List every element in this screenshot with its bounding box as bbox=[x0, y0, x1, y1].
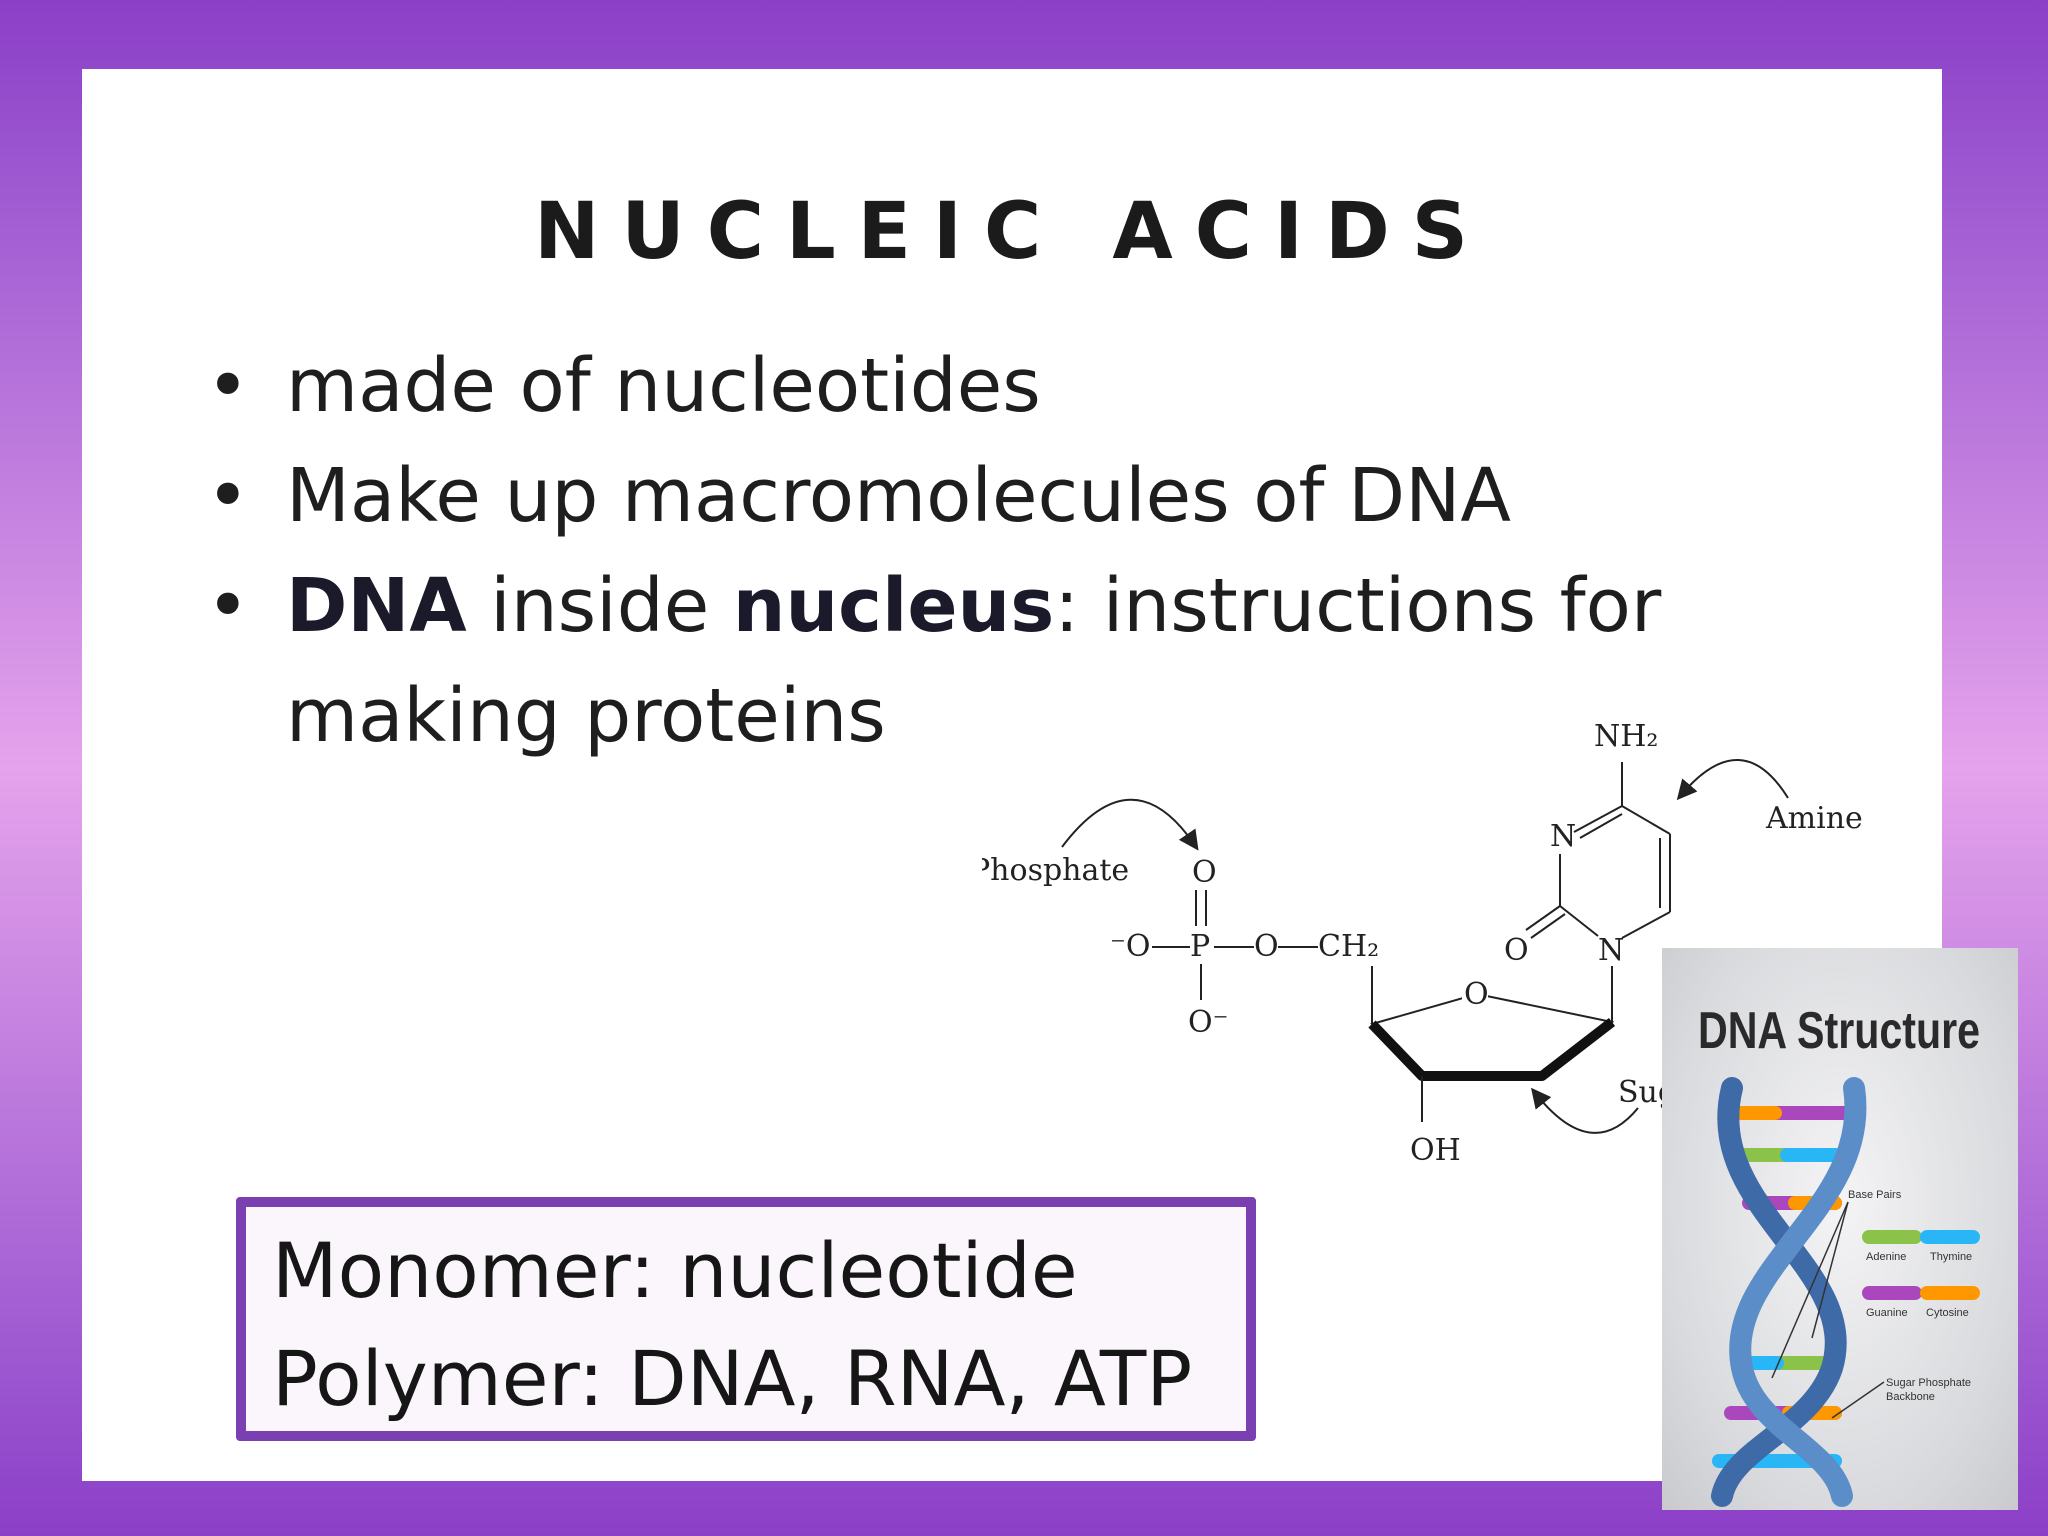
oxygen-link: O bbox=[1254, 929, 1279, 964]
sugar-arrow bbox=[1530, 1087, 1639, 1134]
oxygen-minus-bottom: O⁻ bbox=[1188, 1005, 1228, 1040]
bullet-bold-dna: DNA bbox=[286, 563, 467, 649]
phosphate-arrow bbox=[1061, 798, 1199, 851]
bond-line bbox=[1573, 805, 1623, 833]
legend-pointer bbox=[1771, 1201, 1849, 1379]
bullet-text: Make up macromolecules of DNA bbox=[286, 453, 1512, 539]
legend-thymine: Thymine bbox=[1930, 1251, 1972, 1263]
hydroxyl-group: OH bbox=[1410, 1133, 1461, 1168]
legend-pointer bbox=[1811, 1201, 1849, 1339]
bond-line bbox=[1525, 905, 1561, 931]
backbone-strand bbox=[1729, 1077, 1867, 1507]
monomer-polymer-box: Monomer: nucleotide Polymer: DNA, RNA, A… bbox=[236, 1197, 1256, 1441]
legend-pointer bbox=[1831, 1381, 1885, 1419]
ring-oxygen: O bbox=[1464, 977, 1489, 1012]
backbone-strand bbox=[1711, 1077, 1847, 1507]
legend-adenine: Adenine bbox=[1866, 1251, 1906, 1263]
legend-cytosine-swatch bbox=[1920, 1286, 1980, 1300]
ch2-group: CH₂ bbox=[1318, 929, 1379, 964]
bullet-item: • Make up macromolecules of DNA bbox=[206, 441, 1706, 551]
legend-adenine-swatch bbox=[1862, 1230, 1922, 1244]
bond-line bbox=[1530, 913, 1566, 939]
legend-thymine-swatch bbox=[1920, 1230, 1980, 1244]
bullet-text: inside bbox=[466, 563, 733, 649]
phosphate-label: Phosphate bbox=[982, 853, 1129, 888]
legend-base-pairs: Base Pairs bbox=[1848, 1189, 1902, 1201]
bullet-item: • made of nucleotides bbox=[206, 331, 1706, 441]
sugar-ring-bold-edge bbox=[1368, 1018, 1616, 1081]
legend-backbone-line2: Backbone bbox=[1886, 1391, 1935, 1403]
slide: NUCLEIC ACIDS • made of nucleotides • Ma… bbox=[82, 69, 1942, 1481]
phosphorus-atom: P bbox=[1190, 929, 1210, 964]
dna-helix-illustration: DNA Structure Base Pairs Adenine Thymine… bbox=[1698, 1002, 1980, 1507]
nitrogen-bottom: N bbox=[1598, 933, 1624, 968]
bullet-dot: • bbox=[206, 563, 250, 649]
bullet-bold-nucleus: nucleus bbox=[732, 563, 1055, 649]
amine-arrow bbox=[1676, 759, 1789, 801]
bullet-item: • DNA inside nucleus: instructions for ma… bbox=[206, 551, 1706, 771]
monomer-line: Monomer: nucleotide bbox=[272, 1226, 1078, 1315]
bond-line bbox=[1621, 805, 1671, 835]
ring-oxygen-bg bbox=[1462, 977, 1488, 1007]
dna-structure-poster: DNA Structure Base Pairs Adenine Thymine… bbox=[1662, 948, 2018, 1510]
base-pair-rungs bbox=[1712, 1106, 1852, 1468]
polymer-line: Polymer: DNA, RNA, ATP bbox=[272, 1334, 1193, 1423]
bullet-dot: • bbox=[206, 453, 250, 539]
oxygen-minus-left: ⁻O bbox=[1110, 929, 1150, 964]
legend-backbone-line1: Sugar Phosphate bbox=[1886, 1377, 1971, 1389]
phosphate-oxygen-top: O bbox=[1192, 855, 1217, 890]
nitrogen-top: N bbox=[1550, 819, 1576, 854]
bullet-list: • made of nucleotides • Make up macromol… bbox=[206, 331, 1706, 771]
legend-cytosine: Cytosine bbox=[1926, 1307, 1969, 1319]
bond-line bbox=[1579, 813, 1623, 839]
carbonyl-oxygen: O bbox=[1504, 933, 1529, 968]
slide-title: NUCLEIC ACIDS bbox=[534, 187, 1490, 277]
amine-label: Amine bbox=[1765, 801, 1863, 836]
poster-title: DNA Structure bbox=[1698, 1002, 1980, 1060]
bullet-dot: • bbox=[206, 343, 250, 429]
bond-line bbox=[1559, 905, 1599, 937]
legend-guanine-swatch bbox=[1862, 1286, 1922, 1300]
bond-line bbox=[1621, 911, 1671, 939]
bullet-text: made of nucleotides bbox=[286, 343, 1041, 429]
legend-guanine: Guanine bbox=[1866, 1307, 1908, 1319]
bullet-text: : instructions for making proteins bbox=[286, 563, 1662, 759]
amine-group: NH₂ bbox=[1594, 719, 1658, 754]
